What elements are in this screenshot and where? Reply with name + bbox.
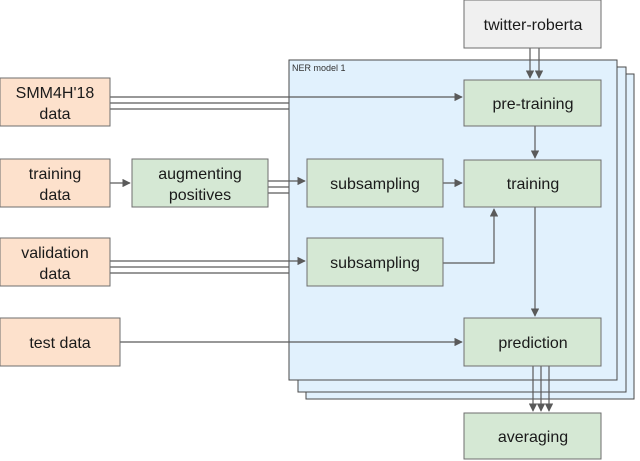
- input-training-data: training data: [0, 158, 111, 208]
- step-training: training: [463, 159, 602, 208]
- input-test-data: test data: [0, 317, 121, 367]
- svg-text:augmenting: augmenting: [158, 166, 242, 183]
- input-smm4h-data: SMM4H'18 data: [0, 77, 111, 127]
- step-augmenting-positives: augmenting positives: [131, 158, 269, 208]
- step-subsampling-validation: subsampling: [306, 237, 444, 287]
- svg-text:data: data: [39, 106, 70, 123]
- svg-text:test data: test data: [29, 335, 90, 352]
- step-pre-training: pre-training: [463, 79, 602, 127]
- svg-text:SMM4H'18: SMM4H'18: [16, 85, 95, 102]
- svg-text:training: training: [507, 176, 559, 193]
- svg-text:positives: positives: [169, 187, 231, 204]
- svg-text:data: data: [39, 187, 70, 204]
- input-validation-data: validation data: [0, 237, 111, 287]
- svg-text:data: data: [39, 266, 70, 283]
- arrow-val-subsampling-to-training: [443, 208, 499, 264]
- connectors: [110, 48, 554, 412]
- step-subsampling-training: subsampling: [306, 158, 444, 208]
- svg-text:subsampling: subsampling: [330, 255, 420, 272]
- svg-text:subsampling: subsampling: [330, 176, 420, 193]
- svg-text:twitter-roberta: twitter-roberta: [484, 17, 583, 34]
- ner-model-label: NER model 1: [292, 63, 346, 73]
- step-averaging: averaging: [463, 412, 602, 460]
- svg-text:pre-training: pre-training: [493, 96, 574, 113]
- svg-text:training: training: [29, 166, 81, 183]
- svg-text:prediction: prediction: [498, 335, 567, 352]
- svg-text:averaging: averaging: [498, 429, 568, 446]
- svg-text:validation: validation: [21, 245, 89, 262]
- step-prediction: prediction: [463, 317, 602, 367]
- model-twitter-roberta: twitter-roberta: [463, 0, 602, 49]
